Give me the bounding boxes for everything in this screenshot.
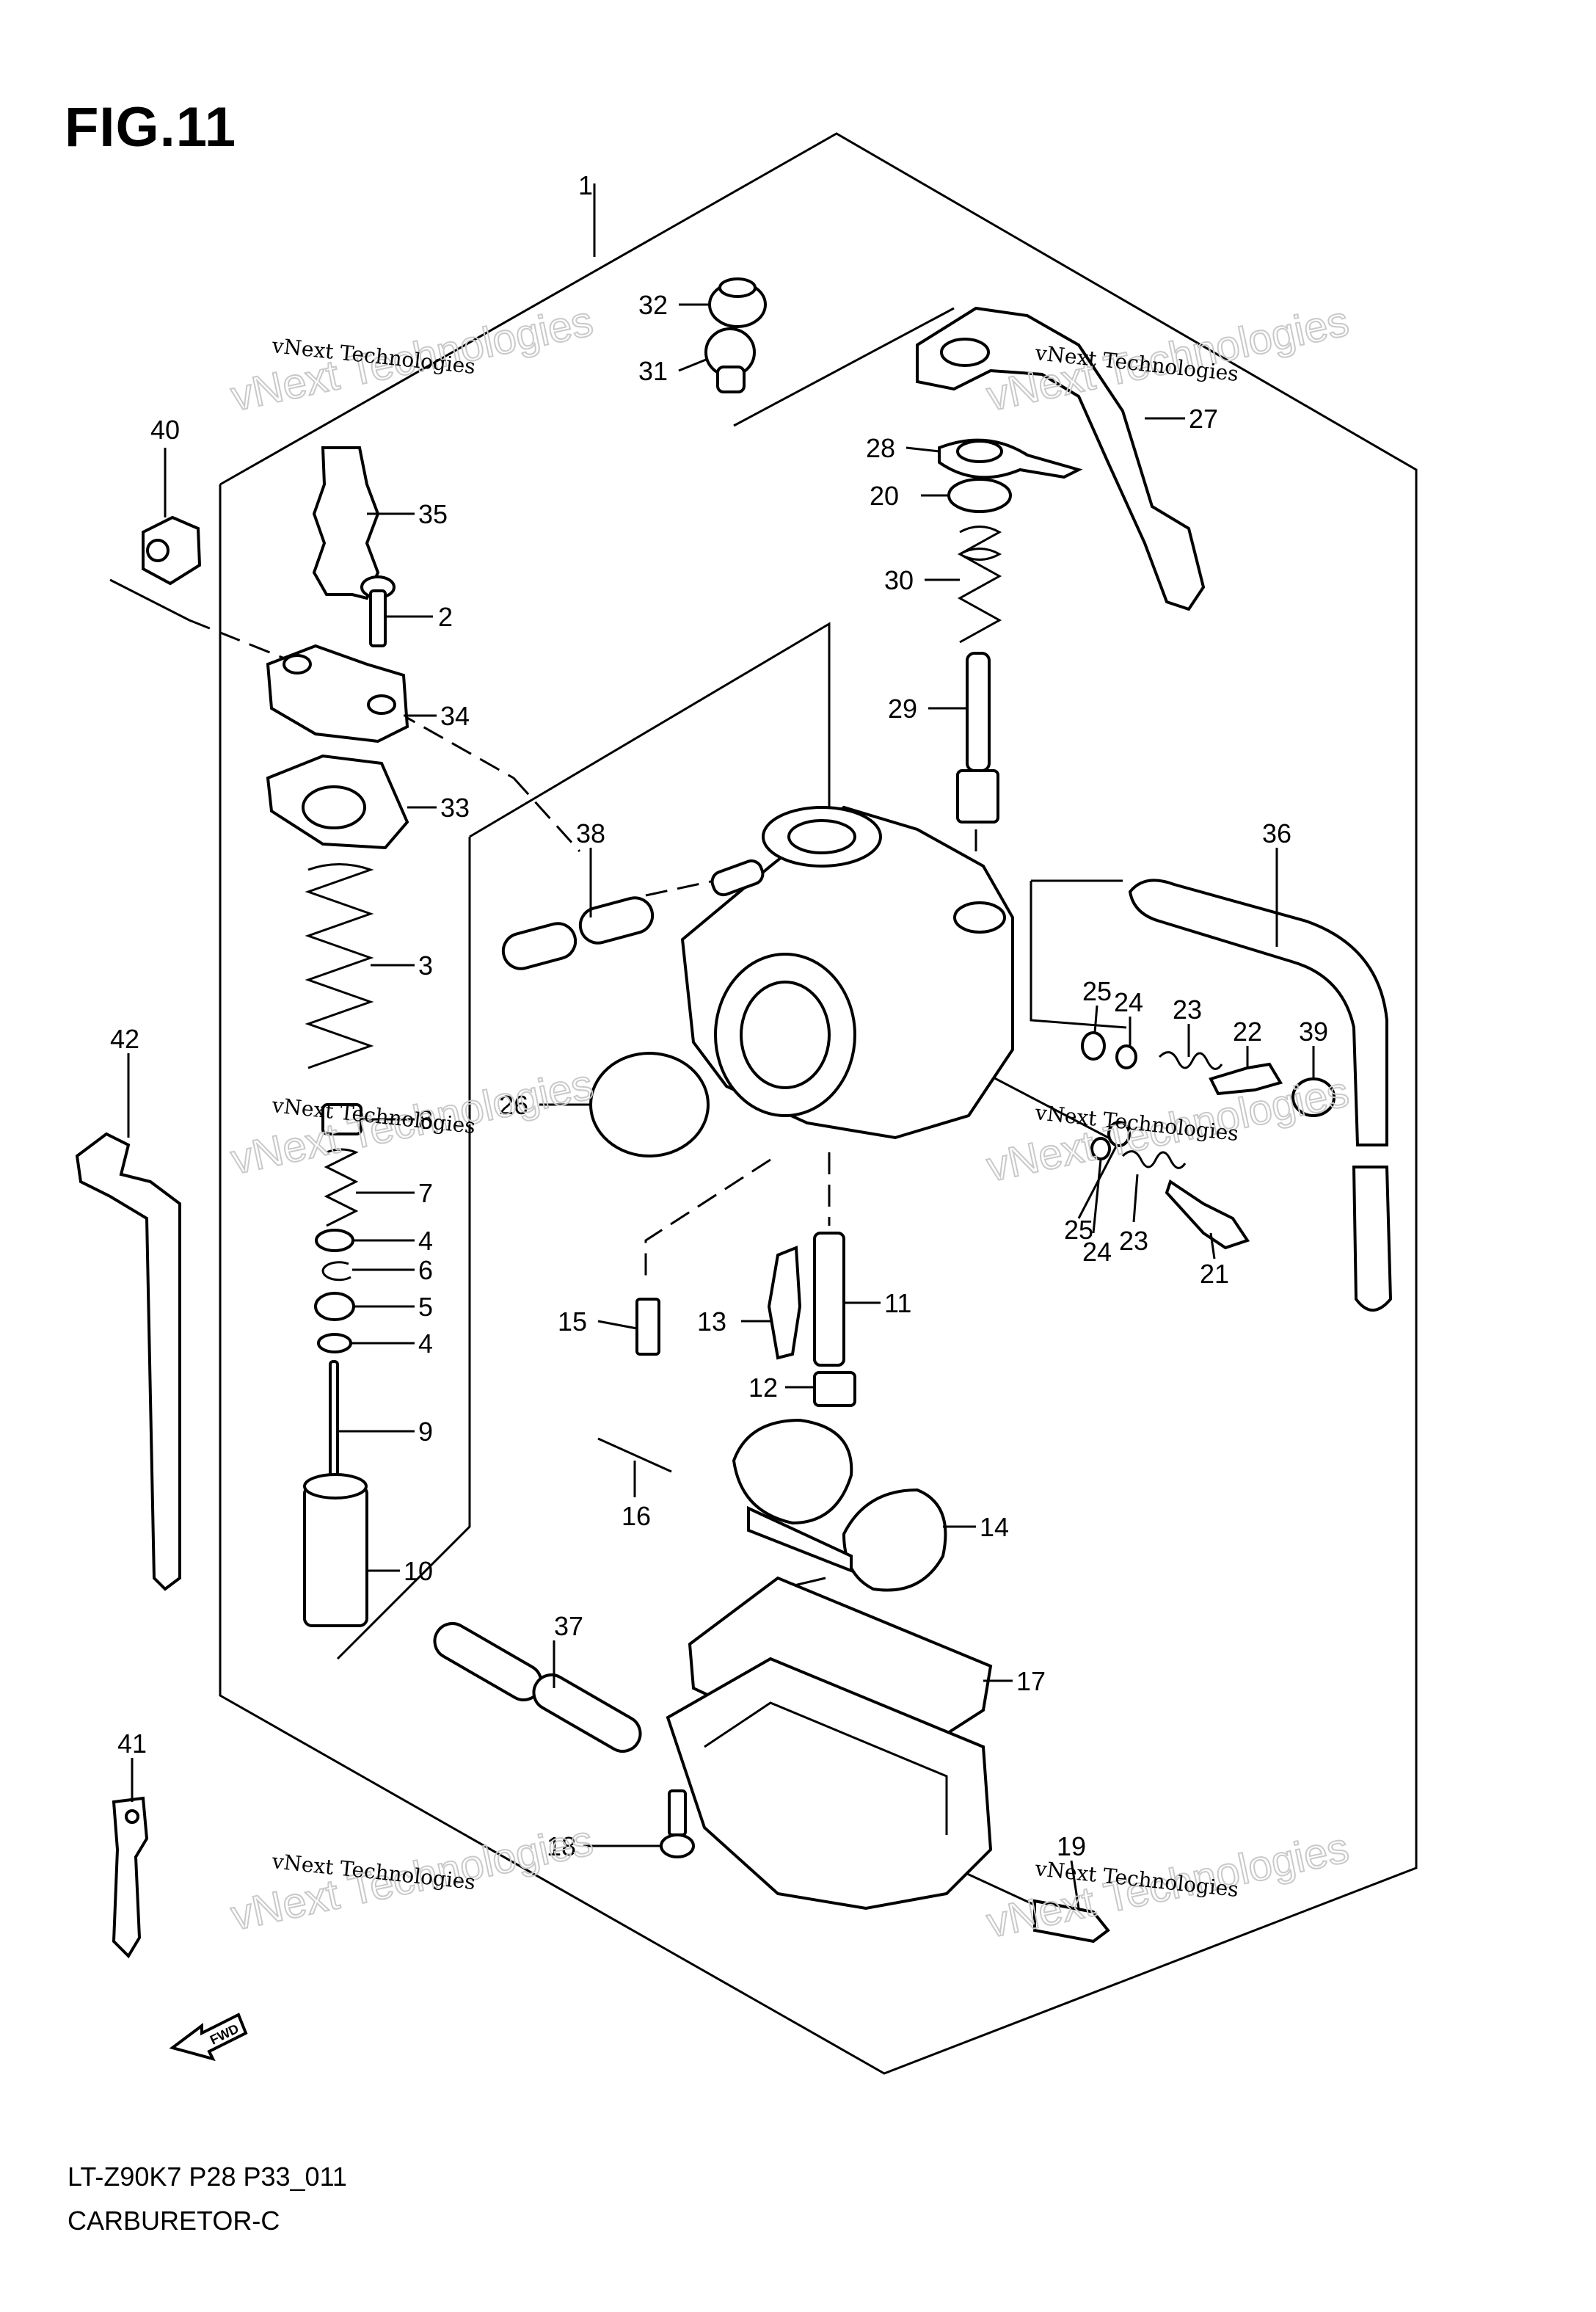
callout-29: 29 [888, 694, 917, 724]
callout-42: 42 [110, 1024, 139, 1054]
part-33-gasket [266, 754, 409, 850]
part-13-pilot-jet [767, 1246, 802, 1360]
part-25-washer-lower [1107, 1121, 1131, 1147]
part-2-screw [360, 575, 396, 647]
part-29-plunger [956, 652, 999, 824]
callout-35: 35 [418, 499, 448, 529]
figure-title: FIG.11 [65, 96, 237, 159]
callout-41: 41 [117, 1728, 147, 1759]
part-30-spring [957, 526, 1002, 644]
callout-4-lower: 4 [418, 1328, 433, 1359]
callout-40: 40 [150, 415, 180, 445]
callout-12: 12 [748, 1373, 778, 1403]
part-11-needle-jet [813, 1232, 845, 1367]
part-23-spring-lower [1121, 1150, 1187, 1169]
float-bowl [666, 1657, 993, 1911]
part-31-adjuster [704, 327, 756, 393]
callout-27: 27 [1189, 404, 1218, 434]
part-16-float-pin [597, 1437, 672, 1473]
assembly-frame [219, 132, 1418, 2075]
part-4-washer-upper [315, 1229, 354, 1252]
callout-11: 11 [884, 1288, 911, 1318]
callout-31: 31 [638, 356, 668, 386]
callout-14: 14 [980, 1512, 1009, 1542]
part-3-spring [305, 863, 374, 1069]
part-10-throttle-valve [303, 1473, 368, 1627]
callout-16: 16 [622, 1501, 651, 1531]
part-18-screw [660, 1789, 695, 1858]
part-42-cable-tie [75, 1132, 181, 1591]
callout-15: 15 [558, 1306, 587, 1337]
part-36-overflow-hose [1128, 879, 1393, 1312]
callout-4-upper: 4 [418, 1226, 433, 1256]
carburetor-body [680, 805, 1014, 1140]
callout-30: 30 [884, 565, 914, 595]
fwd-arrow: FWD [169, 2013, 248, 2062]
callout-28: 28 [866, 433, 895, 463]
callout-26: 26 [499, 1090, 528, 1120]
part-21-throttle-stop-screw [1165, 1179, 1250, 1250]
callout-38: 38 [576, 818, 605, 848]
part-27-throttle-lever [916, 306, 1206, 611]
part-4-washer-lower [317, 1333, 352, 1353]
part-20-o-ring [947, 478, 1012, 513]
callout-19: 19 [1057, 1831, 1086, 1861]
leader-lines [127, 303, 1315, 1909]
part-23-spring-upper [1158, 1051, 1223, 1070]
part-15-jet [635, 1298, 660, 1356]
part-9-jet-needle [329, 1360, 339, 1488]
callout-5: 5 [418, 1292, 433, 1322]
callout-25-upper: 25 [1082, 976, 1112, 1006]
part-6-clip [321, 1261, 351, 1282]
callout-21: 21 [1200, 1259, 1229, 1289]
callout-33: 33 [440, 793, 470, 823]
callout-17: 17 [1016, 1666, 1046, 1696]
callout-18: 18 [547, 1831, 576, 1861]
callout-22: 22 [1233, 1017, 1262, 1047]
part-26-o-ring [589, 1052, 710, 1157]
part-32-cap [708, 277, 767, 328]
callout-23-lower: 23 [1119, 1226, 1148, 1256]
callout-2: 2 [438, 602, 453, 632]
part-37-hose [433, 1622, 642, 1753]
section-name: CARBURETOR-C [68, 2206, 280, 2236]
callout-32: 32 [638, 290, 668, 320]
callout-20: 20 [870, 481, 899, 511]
callout-1: 1 [578, 170, 593, 200]
part-24-washer-lower [1090, 1137, 1111, 1160]
part-19-drain-screw [1033, 1899, 1110, 1944]
callout-23-upper: 23 [1173, 995, 1202, 1025]
callout-3: 3 [418, 950, 433, 981]
part-41-clamp [112, 1796, 149, 1959]
part-5-spacer [314, 1292, 355, 1321]
callout-25-lower: 25 [1064, 1215, 1093, 1245]
part-12-main-jet [813, 1371, 856, 1407]
model-code: LT-Z90K7 P28 P33_011 [68, 2162, 347, 2192]
callout-37: 37 [554, 1611, 583, 1641]
callout-24-lower: 24 [1082, 1237, 1112, 1267]
callout-8: 8 [418, 1105, 433, 1135]
callout-13: 13 [697, 1306, 726, 1337]
callout-24-upper: 24 [1114, 987, 1143, 1017]
part-7-spring [324, 1148, 359, 1227]
callout-7: 7 [418, 1178, 433, 1208]
callout-6: 6 [418, 1255, 433, 1285]
part-34-top-cover [266, 644, 409, 744]
callout-9: 9 [418, 1417, 433, 1447]
part-40-nut [142, 515, 202, 586]
callout-36: 36 [1262, 818, 1291, 848]
callout-10: 10 [404, 1556, 433, 1586]
part-28-plate [938, 438, 1083, 479]
part-38-hose [501, 896, 655, 970]
callout-34: 34 [440, 701, 470, 731]
callout-39: 39 [1299, 1017, 1328, 1047]
part-14-float [732, 1418, 947, 1592]
part-25-washer-upper [1081, 1031, 1106, 1061]
part-24-washer-upper [1115, 1044, 1137, 1069]
part-35-rubber-boot [312, 446, 380, 600]
callouts: 1 2 3 4 4 5 6 7 8 9 10 11 12 13 14 15 16… [110, 170, 1328, 1861]
